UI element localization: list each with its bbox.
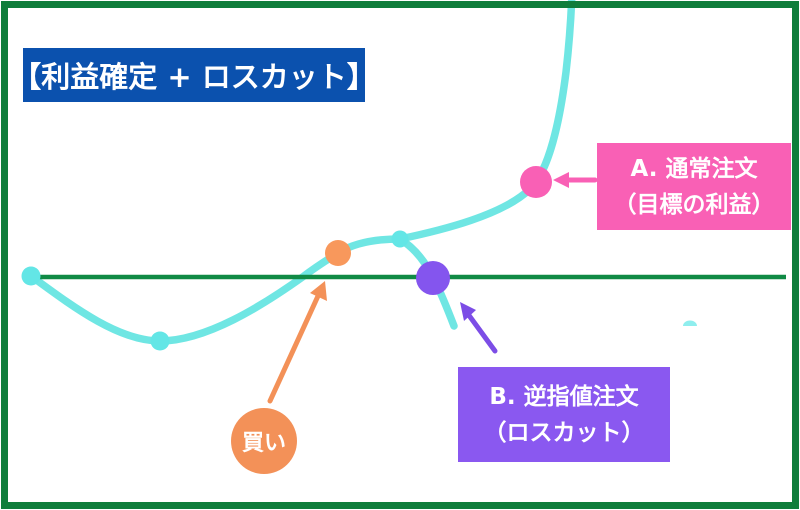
cyan-artifact <box>683 320 697 326</box>
take-profit-arrowhead <box>553 172 569 188</box>
stop-loss-dot <box>416 261 450 295</box>
take-profit-label-line2: （目標の利益） <box>613 191 775 218</box>
buy-arrow <box>267 293 321 404</box>
curve-start-dot <box>21 266 41 286</box>
stop-loss-label: B. 逆指値注文 （ロスカット） <box>458 367 670 462</box>
take-profit-label: A. 通常注文 （目標の利益） <box>597 143 791 230</box>
title-banner: 【利益確定 + ロスカット】 <box>12 48 376 102</box>
buy-arrowhead <box>310 281 327 301</box>
title-text: 【利益確定 + ロスカット】 <box>12 60 376 94</box>
stop-loss-label-line2: （ロスカット） <box>483 419 645 446</box>
buy-badge: 買い <box>231 408 297 474</box>
take-profit-label-line1: A. 通常注文 <box>630 155 758 182</box>
buy-point-dot <box>325 240 351 266</box>
stop-loss-arrow <box>465 311 498 354</box>
curve-junction-dot <box>391 230 409 248</box>
buy-badge-label: 買い <box>241 431 286 456</box>
curve-dip-dot <box>150 331 170 351</box>
take-profit-dot <box>520 166 552 198</box>
stop-loss-label-line1: B. 逆指値注文 <box>489 383 639 410</box>
stop-loss-arrowhead <box>460 302 476 321</box>
